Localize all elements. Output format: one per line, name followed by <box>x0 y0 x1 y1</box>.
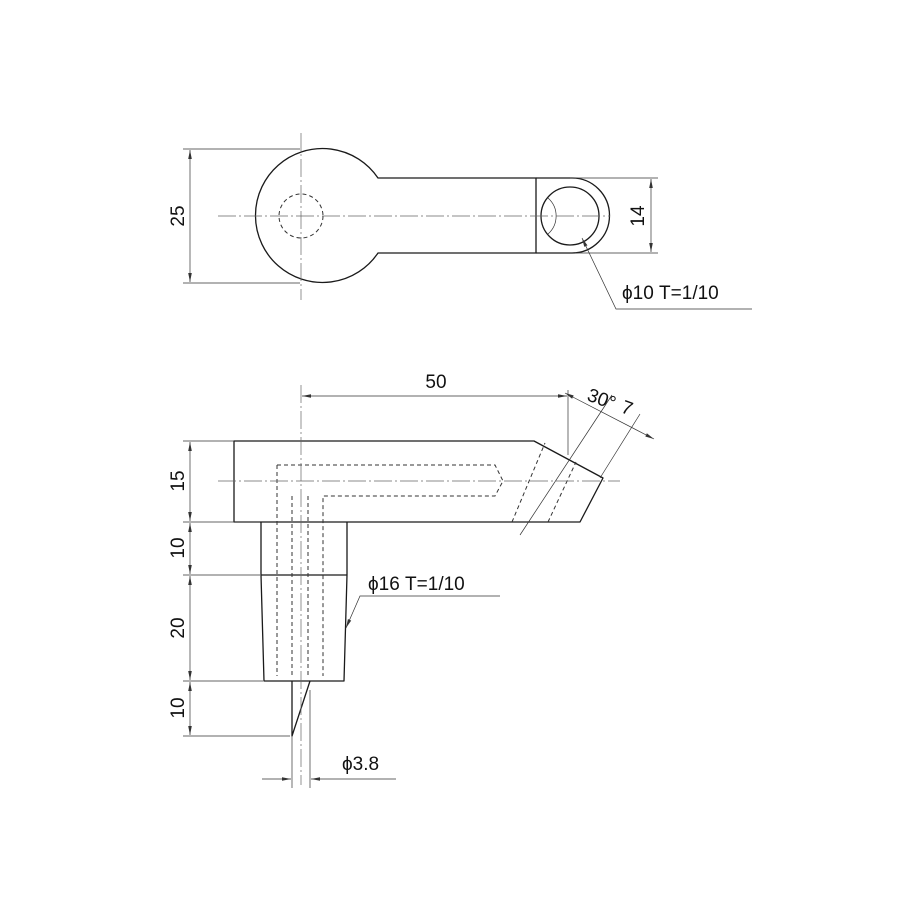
ext-line-angle-2 <box>599 413 641 479</box>
taper-callout: ϕ16 T=1/10 <box>368 574 465 595</box>
hidden-angled-1 <box>511 442 546 523</box>
neck-outline <box>260 522 348 575</box>
hole-leader <box>581 237 752 310</box>
taper-leader <box>345 595 500 629</box>
dim-25-label: 25 <box>168 205 189 226</box>
top-view: 25 14 ϕ10 T=1/10 <box>168 133 752 310</box>
top-view-outline <box>254 147 537 284</box>
dim-10-pin-label: 10 <box>168 697 189 718</box>
dim-7-label: 7 <box>618 397 635 420</box>
dim-20-label: 20 <box>168 617 189 638</box>
side-view: 50 30° 7 15 10 20 10 ϕ16 T=1/10 ϕ3.8 <box>168 372 655 788</box>
dim-15-label: 15 <box>168 470 189 491</box>
dim-angle-label: 30° <box>584 385 618 415</box>
dim-10-neck-label: 10 <box>168 537 189 558</box>
taper-outline <box>260 574 348 682</box>
body-outline <box>233 440 604 523</box>
ext-line-angle-1 <box>519 394 613 536</box>
hidden-passage-horizontal <box>276 464 504 676</box>
dim-line-7 <box>564 392 655 440</box>
pin-callout: ϕ3.8 <box>342 754 379 775</box>
top-view-end-block <box>536 177 611 254</box>
hole-callout: ϕ10 T=1/10 <box>622 283 719 304</box>
dim-14-label: 14 <box>628 205 649 227</box>
dim-50-label: 50 <box>425 372 446 393</box>
